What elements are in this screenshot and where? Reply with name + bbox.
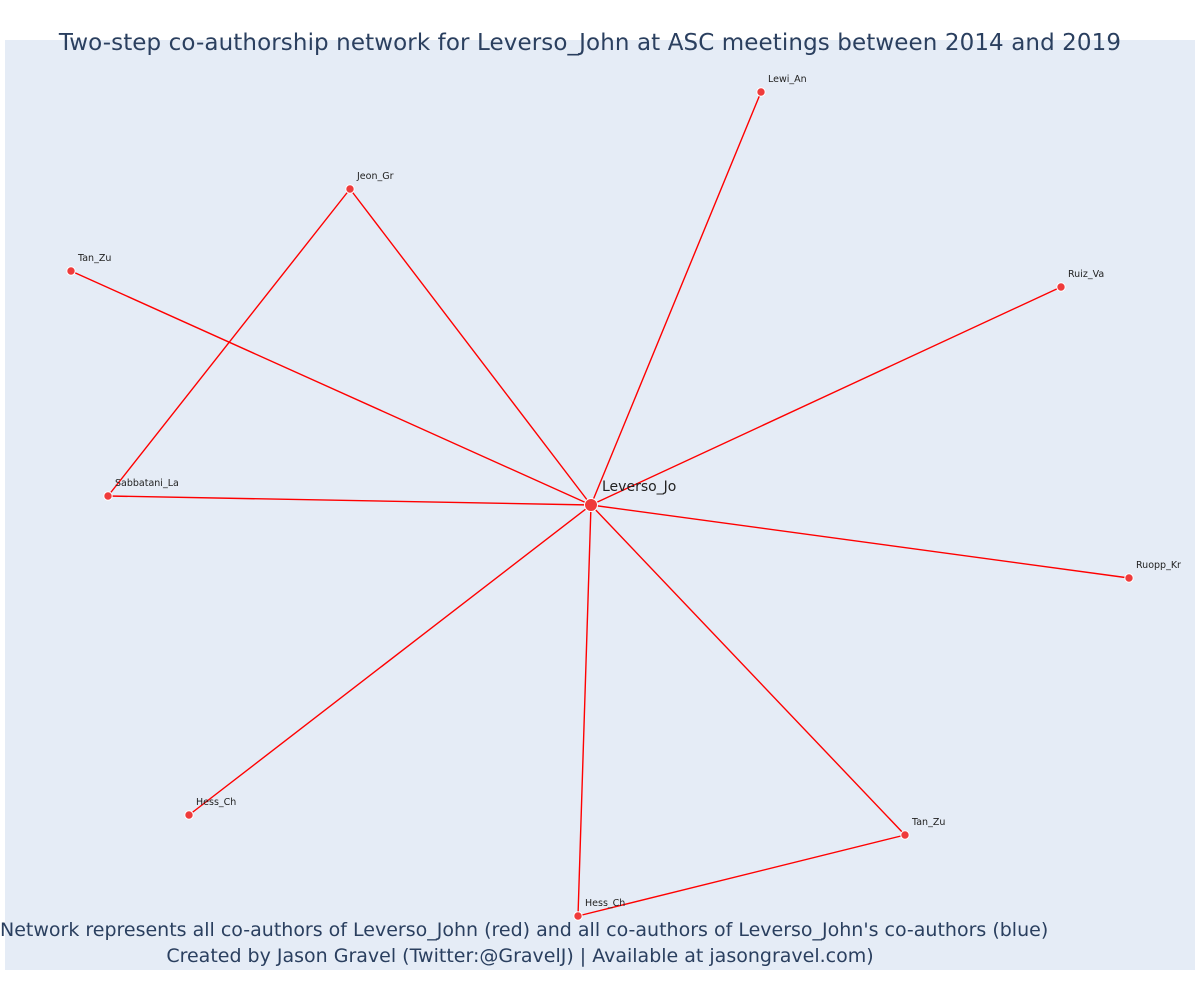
edges-layer [70,91,1130,917]
focal-node[interactable] [584,498,598,512]
nodes-layer [66,87,1134,921]
node-label: Tan_Zu [77,253,111,264]
network-node[interactable] [66,266,76,276]
labels-layer: Leverso_JoLewi_AnJeon_GrTan_ZuRuiz_VaSab… [77,74,1181,909]
footer-caption: Network represents all co-authors of Lev… [0,919,1049,941]
network-node[interactable] [1124,573,1134,583]
network-node[interactable] [345,184,355,194]
network-edge [590,91,762,506]
node-label: Lewi_An [768,74,807,85]
network-edge [70,270,592,506]
network-edge [188,504,592,816]
network-edge [577,834,906,917]
network-node[interactable] [184,810,194,820]
plot-area [5,40,1195,970]
network-edge [590,286,1062,506]
node-label: Hess_Ch [196,797,236,808]
network-edge [577,504,592,917]
network-node[interactable] [900,830,910,840]
network-edge [590,504,906,836]
chart-title: Two-step co-authorship network for Lever… [58,30,1122,56]
node-label: Jeon_Gr [356,171,394,182]
footer-credit: Created by Jason Gravel (Twitter:@Gravel… [166,945,874,967]
node-label: Ruiz_Va [1068,269,1104,280]
network-node[interactable] [1056,282,1066,292]
network-edge [349,188,592,506]
network-node[interactable] [756,87,766,97]
network-node[interactable] [573,911,583,921]
node-label: Tan_Zu [911,817,945,828]
node-label: Sabbatani_La [115,478,179,489]
network-edge [107,188,351,497]
network-edge [107,495,592,506]
network-node[interactable] [103,491,113,501]
network-edge [590,504,1130,579]
focal-node-label: Leverso_Jo [602,479,676,495]
node-label: Ruopp_Kr [1136,560,1181,571]
node-label: Hess_Ch [585,898,625,909]
